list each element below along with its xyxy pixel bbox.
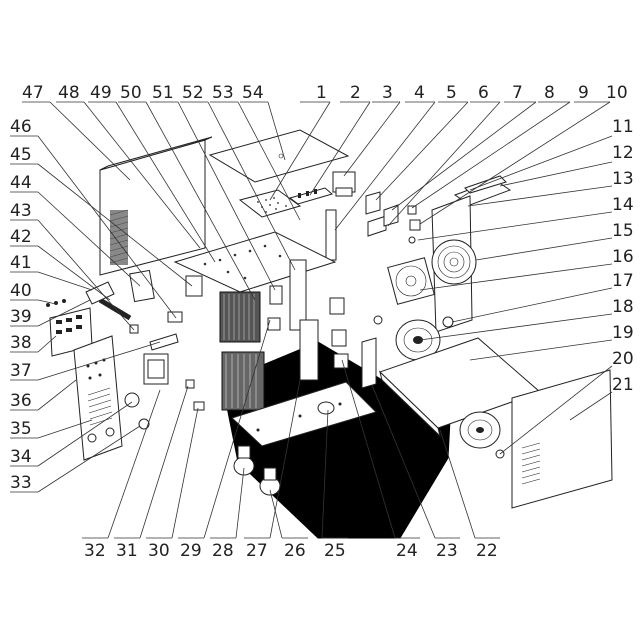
callout-25: 25: [324, 541, 346, 561]
callout-42: 42: [10, 227, 32, 247]
callout-26: 26: [284, 541, 306, 561]
callout-30: 30: [148, 541, 170, 561]
callout-9: 9: [578, 83, 589, 103]
wheel-left: [395, 319, 441, 361]
callout-23: 23: [436, 541, 458, 561]
cooling-fan: [387, 257, 435, 305]
callout-52: 52: [182, 83, 204, 103]
callout-38: 38: [10, 333, 32, 353]
callout-46: 46: [10, 117, 32, 137]
base-plate: [231, 381, 377, 447]
callout-labels: 47 48 49 50 51 52 53 54 1 2 3 4 5 6 7 8 …: [10, 83, 634, 561]
callout-51: 51: [152, 83, 174, 103]
leader-lines: [10, 101, 613, 539]
callout-8: 8: [544, 83, 555, 103]
callout-50: 50: [120, 83, 142, 103]
control-board: [238, 189, 302, 218]
callout-36: 36: [10, 391, 32, 411]
callout-24: 24: [396, 541, 418, 561]
callout-27: 27: [246, 541, 268, 561]
parts-drawing: [46, 129, 613, 539]
callout-48: 48: [58, 83, 80, 103]
callout-2: 2: [350, 83, 361, 103]
callout-43: 43: [10, 201, 32, 221]
callout-40: 40: [10, 281, 32, 301]
caster-rear: [259, 467, 281, 496]
callout-28: 28: [212, 541, 234, 561]
callout-49: 49: [90, 83, 112, 103]
transformer-small: [332, 171, 356, 197]
callout-10: 10: [606, 83, 628, 103]
callout-37: 37: [10, 361, 32, 381]
wheel-right: [459, 411, 501, 449]
callout-45: 45: [10, 145, 32, 165]
callout-4: 4: [414, 83, 425, 103]
callout-22: 22: [476, 541, 498, 561]
callout-11: 11: [612, 117, 634, 137]
back-panel: [431, 195, 477, 333]
callout-17: 17: [612, 271, 634, 291]
callout-5: 5: [446, 83, 457, 103]
callout-6: 6: [478, 83, 489, 103]
callout-12: 12: [612, 143, 634, 163]
callout-53: 53: [212, 83, 234, 103]
left-side-cover: [99, 136, 213, 276]
callout-18: 18: [612, 297, 634, 317]
caster-front: [233, 445, 255, 476]
callout-54: 54: [242, 83, 264, 103]
callout-16: 16: [612, 247, 634, 267]
callout-47: 47: [22, 83, 44, 103]
callout-31: 31: [116, 541, 138, 561]
callout-20: 20: [612, 349, 634, 369]
callout-35: 35: [10, 419, 32, 439]
callout-3: 3: [382, 83, 393, 103]
callout-13: 13: [612, 169, 634, 189]
main-transformer: [143, 333, 179, 385]
callout-41: 41: [10, 253, 32, 273]
callout-44: 44: [10, 173, 32, 193]
callout-19: 19: [612, 323, 634, 343]
callout-14: 14: [612, 195, 634, 215]
callout-21: 21: [612, 375, 634, 395]
heatsink-upper: [219, 291, 261, 343]
right-side-cover: [495, 369, 613, 509]
callout-39: 39: [10, 307, 32, 327]
callout-33: 33: [10, 473, 32, 493]
callout-29: 29: [180, 541, 202, 561]
front-panel: [73, 335, 123, 461]
callout-15: 15: [612, 221, 634, 241]
callout-7: 7: [512, 83, 523, 103]
callout-1: 1: [316, 83, 327, 103]
callout-32: 32: [84, 541, 106, 561]
callout-34: 34: [10, 447, 32, 467]
